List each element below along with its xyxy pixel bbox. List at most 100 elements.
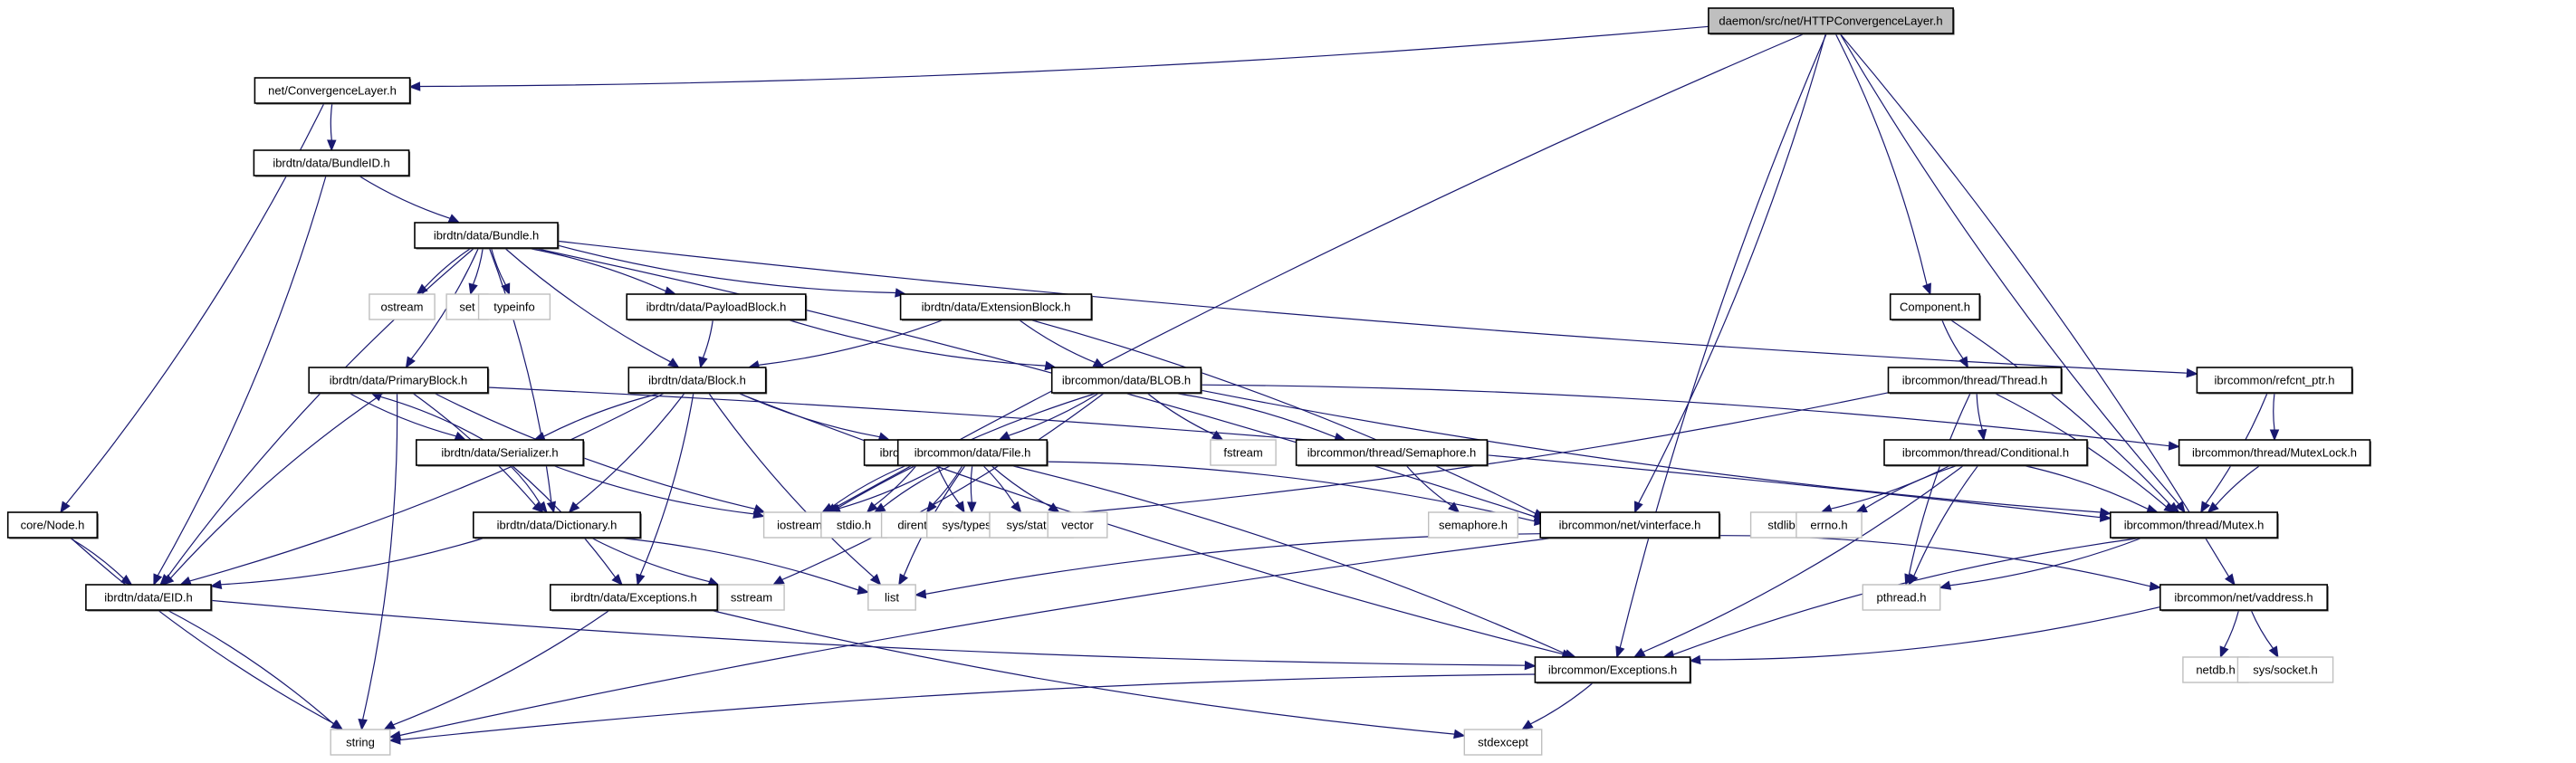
arrowhead-icon bbox=[667, 358, 680, 368]
edge-serializer-to-iostream bbox=[551, 464, 765, 519]
edge-block-to-sdnv bbox=[737, 392, 891, 442]
edge-node-to-string bbox=[70, 537, 344, 730]
node-ostream: ostream bbox=[369, 293, 436, 320]
node-sstream: sstream bbox=[718, 584, 785, 611]
node-payloadblock[interactable]: ibrdtn/data/PayloadBlock.h bbox=[626, 293, 808, 321]
node-box bbox=[2196, 367, 2353, 394]
node-box bbox=[1463, 729, 1543, 756]
edge-line bbox=[1008, 392, 1100, 436]
edge-eid-to-string bbox=[167, 609, 343, 730]
edge-file-to-sysstat bbox=[982, 464, 1022, 514]
edge-line bbox=[362, 392, 398, 720]
arrowhead-icon bbox=[468, 282, 478, 296]
node-box bbox=[1889, 293, 1981, 320]
node-convlayer[interactable]: net/ConvergenceLayer.h bbox=[254, 77, 412, 105]
node-label: ibrdtn/data/Exceptions.h bbox=[570, 591, 696, 605]
edge-line bbox=[1908, 392, 1971, 576]
node-primaryblock[interactable]: ibrdtn/data/PrimaryBlock.h bbox=[308, 367, 490, 395]
node-semaphore[interactable]: ibrcommon/thread/Semaphore.h bbox=[1295, 439, 1489, 467]
node-box bbox=[1708, 7, 1954, 34]
edge-line bbox=[787, 319, 1046, 367]
node-label: ibrdtn/data/Block.h bbox=[648, 374, 746, 387]
node-node[interactable]: core/Node.h bbox=[6, 511, 99, 539]
arrowhead-icon bbox=[2268, 645, 2279, 659]
edge-vaddress-to-syssocket bbox=[2250, 609, 2279, 659]
node-serializer[interactable]: ibrdtn/data/Serializer.h bbox=[415, 439, 585, 467]
arrowhead-icon bbox=[1448, 501, 1460, 513]
edge-line bbox=[575, 392, 685, 506]
node-block[interactable]: ibrdtn/data/Block.h bbox=[627, 367, 768, 395]
node-box bbox=[549, 584, 718, 611]
node-thread[interactable]: ibrcommon/thread/Thread.h bbox=[1887, 367, 2064, 395]
edge-conditional-to-pthread bbox=[1908, 464, 1979, 587]
node-bundle[interactable]: ibrdtn/data/Bundle.h bbox=[414, 222, 560, 250]
node-label: string bbox=[346, 736, 375, 749]
arrowhead-icon bbox=[1048, 502, 1060, 513]
arrowhead-icon bbox=[2200, 501, 2210, 514]
edge-root-to-vinterface bbox=[1633, 33, 1826, 514]
node-box bbox=[2110, 511, 2279, 539]
edge-line bbox=[1638, 33, 1826, 504]
arrowhead-icon bbox=[1855, 503, 1868, 513]
arrowhead-icon bbox=[1524, 660, 1537, 671]
node-label: stdexcept bbox=[1478, 736, 1528, 749]
node-conditional[interactable]: ibrcommon/thread/Conditional.h bbox=[1883, 439, 2089, 467]
edge-line bbox=[330, 102, 333, 141]
edge-line bbox=[1941, 319, 1964, 359]
edge-line bbox=[830, 464, 908, 509]
arrowhead-icon bbox=[2269, 429, 2280, 442]
edge-line bbox=[167, 609, 334, 725]
node-box bbox=[896, 439, 1049, 466]
node-eid[interactable]: ibrdtn/data/EID.h bbox=[85, 584, 213, 612]
arrowhead-icon bbox=[873, 502, 886, 513]
edge-cexceptions-to-stdexcept bbox=[1521, 682, 1594, 730]
edge-line bbox=[1530, 682, 1594, 725]
node-cexceptions[interactable]: ibrcommon/Exceptions.h bbox=[1534, 656, 1692, 684]
edge-line bbox=[490, 247, 507, 286]
arrowhead-icon bbox=[405, 356, 416, 369]
arrowhead-icon bbox=[2174, 501, 2186, 514]
node-blob[interactable]: ibrcommon/data/BLOB.h bbox=[1050, 367, 1202, 395]
node-mutexlock[interactable]: ibrcommon/thread/MutexLock.h bbox=[2178, 439, 2371, 467]
node-mutex[interactable]: ibrcommon/thread/Mutex.h bbox=[2110, 511, 2279, 539]
node-vinterface[interactable]: ibrcommon/net/vinterface.h bbox=[1539, 511, 1721, 539]
edge-file-to-cexceptions bbox=[1010, 464, 1577, 659]
edge-line bbox=[838, 464, 943, 510]
edge-mutexlock-to-mutex bbox=[2207, 464, 2261, 513]
node-extblock[interactable]: ibrdtn/data/ExtensionBlock.h bbox=[899, 293, 1093, 321]
edge-line bbox=[936, 464, 960, 504]
edge-bundle-to-ostream bbox=[416, 247, 472, 295]
edge-line bbox=[509, 464, 541, 505]
node-label: sys/stat.h bbox=[1007, 519, 1057, 532]
node-root[interactable]: daemon/src/net/HTTPConvergenceLayer.h bbox=[1708, 7, 1955, 35]
node-dictionary[interactable]: ibrdtn/data/Dictionary.h bbox=[472, 511, 642, 539]
node-label: pthread.h bbox=[1877, 591, 1927, 605]
edge-line bbox=[924, 533, 1541, 595]
edge-line bbox=[590, 537, 710, 583]
edge-sdnv-to-stdio bbox=[866, 464, 917, 513]
arrowhead-icon bbox=[1689, 654, 1701, 665]
edge-extblock-to-blob bbox=[1018, 319, 1106, 368]
edge-blob-to-mutex bbox=[1201, 389, 2112, 518]
node-vaddress[interactable]: ibrcommon/net/vaddress.h bbox=[2159, 584, 2329, 612]
edge-sdnv-to-iostream bbox=[821, 464, 908, 513]
node-component[interactable]: Component.h bbox=[1889, 293, 1981, 321]
arrowhead-icon bbox=[447, 214, 461, 224]
arrowhead-icon bbox=[358, 719, 368, 731]
node-box bbox=[1534, 656, 1691, 683]
edge-line bbox=[1146, 392, 1215, 435]
edge-line bbox=[1864, 464, 1958, 509]
node-refcnt[interactable]: ibrcommon/refcnt_ptr.h bbox=[2196, 367, 2354, 395]
node-bundleid[interactable]: ibrdtn/data/BundleID.h bbox=[253, 149, 411, 177]
node-dexceptions[interactable]: ibrdtn/data/Exceptions.h bbox=[549, 584, 719, 612]
node-label: iostream bbox=[777, 519, 822, 532]
arrowhead-icon bbox=[209, 579, 223, 589]
edge-conditional-to-mutex bbox=[2022, 464, 2159, 514]
arrowhead-icon bbox=[1958, 356, 1969, 369]
node-box bbox=[1050, 367, 1202, 394]
node-box bbox=[626, 293, 807, 320]
edge-line bbox=[392, 609, 610, 726]
node-file[interactable]: ibrcommon/data/File.h bbox=[896, 439, 1049, 467]
arrowhead-icon bbox=[60, 501, 71, 514]
